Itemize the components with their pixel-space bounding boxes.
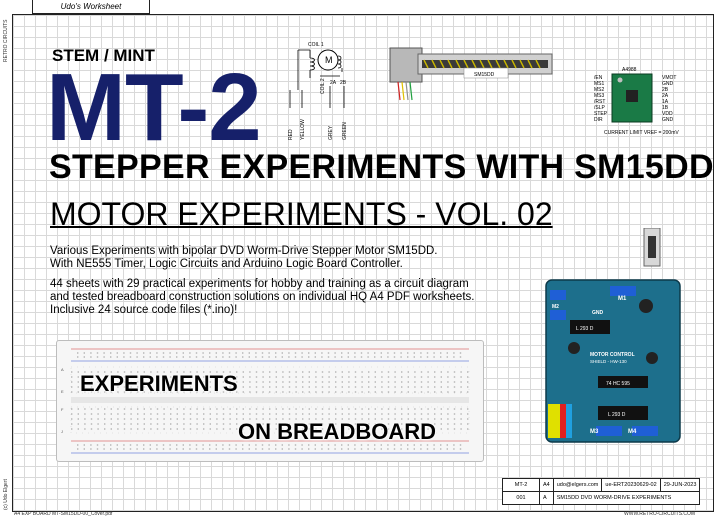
shield-label-m3: M3 <box>590 429 599 435</box>
driver-pin-right: 2B <box>662 87 669 93</box>
driver-pin-left: STEP <box>594 111 608 117</box>
document-number: ue-ERT20230629-02 <box>601 478 661 492</box>
motor-shield-image: M1 M2 M3 M4 GND L 293 D 74 HC 595 L 293 … <box>545 228 681 443</box>
driver-pin-right: GND <box>662 117 674 123</box>
wire-label-red: RED <box>288 129 294 140</box>
driver-pin-left: MS1 <box>594 81 605 87</box>
wire-label-yellow: YELLOW <box>300 119 306 140</box>
shield-title: MOTOR CONTROL <box>590 352 635 358</box>
shield-model: SHIELD - HW-130 <box>590 359 627 364</box>
description-line: Various Experiments with bipolar DVD Wor… <box>50 245 438 257</box>
shield-label-m1: M1 <box>618 296 627 302</box>
driver-pin-right: 2A <box>662 93 669 99</box>
shield-chip-2: 74 HC 595 <box>606 381 630 387</box>
page-title: STEPPER EXPERIMENTS WITH SM15DD <box>49 148 714 186</box>
coil1-label: COIL 1 <box>308 42 324 48</box>
a4988-driver-diagram: A4988 /EN MS1 MS2 MS3 /RST /SLP STEP DIR… <box>594 67 679 136</box>
driver-note: CURRENT LIMIT VREF = 200mV <box>604 130 679 136</box>
motor-wiring-diagram: COIL 1 M COIL 2 2A 2B RED YELLOW GREY GR… <box>288 42 348 140</box>
driver-pin-right: 1A <box>662 99 669 105</box>
footer-filename: A4 EXP BOARD MT-SM15DD-00_Cover.pdf <box>14 511 113 517</box>
title-block-row: MT-2 A4 udo@elgers.com ue-ERT20230629-02… <box>502 478 701 492</box>
shield-label-m2: M2 <box>552 304 559 310</box>
driver-pin-right: VDD <box>662 111 673 117</box>
driver-pin-left: /RST <box>594 99 605 105</box>
breadboard-row-e: E <box>61 389 64 394</box>
stepper-motor-image: SM15DD <box>389 47 553 101</box>
driver-pin-left: DIR <box>594 117 603 123</box>
driver-pin-right: VMOT <box>662 75 676 81</box>
pin-2a-label: 2A <box>330 80 337 86</box>
driver-pin-right: GND <box>662 81 674 87</box>
driver-pin-left: MS3 <box>594 93 605 99</box>
description-line: 44 sheets with 29 practical experiments … <box>50 277 469 290</box>
shield-chip-3: L 293 D <box>608 412 626 418</box>
wire-label-green: GREEN <box>342 122 348 140</box>
breadboard-caption-2: ON BREADBOARD <box>238 419 436 444</box>
revision: A <box>539 491 554 505</box>
document-title: SM15DD DVD WORM-DRIVE EXPERIMENTS <box>552 491 701 505</box>
driver-pin-left: MS2 <box>594 87 605 93</box>
wire-label-grey: GREY <box>328 125 334 140</box>
sheet-id: MT-2 <box>502 478 540 492</box>
document-date: 29-JUN-2023 <box>659 478 701 492</box>
shield-chip-1: L 293 D <box>576 326 594 332</box>
breadboard-row-a: A <box>61 367 64 372</box>
side-label-top: RETRO CIRCUITS <box>3 19 9 63</box>
title-block: MT-2 A4 udo@elgers.com ue-ERT20230629-02… <box>502 478 701 505</box>
description: Various Experiments with bipolar DVD Wor… <box>50 245 474 317</box>
title-block-row: 001 A SM15DD DVD WORM-DRIVE EXPERIMENTS <box>502 491 701 505</box>
description-line: Inclusive 24 source code files (*.ino)! <box>50 304 238 317</box>
breadboard-holes: A E F J <box>61 348 470 454</box>
breadboard-row-j: J <box>61 429 63 434</box>
shield-label-m4: M4 <box>628 429 637 435</box>
stem-label: STEM / MINT <box>52 46 155 65</box>
pin-2b-label: 2B <box>340 80 347 86</box>
side-label-bottom: (c) Udo Elgert <box>3 479 9 510</box>
breadboard-caption-1: EXPERIMENTS <box>80 371 238 396</box>
page-subtitle: MOTOR EXPERIMENTS - VOL. 02 <box>50 196 553 232</box>
motor-letter: M <box>325 55 333 65</box>
worksheet-tab: Udo's Worksheet <box>32 0 150 14</box>
breadboard-image: A E F J <box>56 340 484 462</box>
coil2-label: COIL 2 <box>320 78 326 94</box>
description-line: With NE555 Timer, Logic Circuits and Ard… <box>50 258 403 271</box>
page-number: 001 <box>502 491 540 505</box>
footer-website: WWW.RETRO-CIRCUITS.COM <box>624 511 696 517</box>
sheet-code: MT-2 <box>46 54 262 161</box>
driver-pin-left: /EN <box>594 75 603 81</box>
driver-pin-left: /SLP <box>594 105 606 111</box>
stepper-label: SM15DD <box>474 72 495 78</box>
breadboard-row-f: F <box>61 407 64 412</box>
driver-pin-right: 1B <box>662 105 669 111</box>
author-email: udo@elgers.com <box>552 478 603 492</box>
paper-size: A4 <box>539 478 554 492</box>
driver-name: A4988 <box>622 67 637 73</box>
shield-label-gnd: GND <box>592 310 604 316</box>
description-line: and tested breadboard construction solut… <box>50 290 475 303</box>
